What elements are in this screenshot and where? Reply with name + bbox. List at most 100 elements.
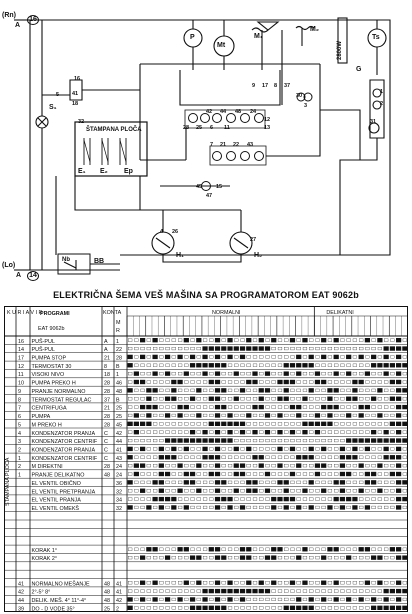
- row-contact-1: 25: [104, 606, 110, 612]
- timing-mark-on: [308, 455, 314, 460]
- timing-mark-off: [365, 489, 370, 493]
- timing-mark-off: [196, 347, 201, 351]
- timing-mark-on: [383, 588, 389, 594]
- timing-mark-on: [364, 480, 371, 485]
- timing-mark-off: [240, 455, 245, 459]
- timing-mark-off: [184, 380, 189, 384]
- timing-mark-off: [265, 363, 270, 367]
- timing-mark-off: [134, 497, 139, 501]
- row-contact-2: 1: [116, 372, 119, 378]
- timing-mark-off: [365, 430, 370, 434]
- contact-number: 41: [72, 91, 79, 97]
- timing-mark-on: [177, 438, 183, 443]
- timing-mark-off: [165, 347, 170, 351]
- timing-mark-on: [308, 480, 314, 485]
- timing-mark-on: [396, 438, 402, 443]
- timing-mark-on: [289, 446, 296, 452]
- row-contact-2: 46: [116, 381, 122, 387]
- timing-mark-on: [346, 413, 352, 418]
- timing-mark-off: [209, 581, 214, 585]
- timing-mark-on: [396, 463, 402, 468]
- timing-mark-on: [302, 430, 308, 435]
- timing-mark-off: [140, 413, 145, 417]
- timing-mark-on: [146, 388, 152, 393]
- row-contact-1: 18: [104, 372, 110, 378]
- timing-mark-off: [165, 480, 170, 484]
- timing-mark-off: [190, 388, 195, 392]
- h2-label: H₂: [254, 252, 263, 259]
- timing-mark-on: [139, 488, 146, 493]
- timing-mark-on: [202, 455, 208, 460]
- timing-mark-on: [364, 338, 371, 343]
- timing-mark-off: [402, 372, 407, 376]
- timing-mark-off: [209, 388, 214, 392]
- timing-mark-on: [339, 446, 346, 452]
- nb-label: Nb: [62, 257, 70, 263]
- timing-mark-off: [384, 380, 389, 384]
- timing-mark-on: [383, 438, 389, 443]
- timing-mark-off: [128, 589, 133, 593]
- timing-mark-on: [196, 463, 202, 468]
- timing-mark-off: [190, 581, 195, 585]
- contact-number: 6: [210, 125, 214, 131]
- timing-mark-on: [389, 421, 396, 426]
- timing-mark-on: [346, 371, 352, 376]
- timing-mark-on: [221, 496, 227, 502]
- contact-number: 4: [160, 229, 164, 235]
- timing-mark-off: [346, 606, 351, 610]
- timing-mark-off: [309, 413, 314, 417]
- row-program-name: EL VENTIL PRETPRANJA: [32, 489, 96, 495]
- timing-mark-off: [259, 439, 264, 443]
- timing-mark-on: [389, 396, 396, 401]
- timing-mark-on: [258, 346, 264, 351]
- timing-mark-on: [239, 388, 246, 393]
- timing-mark-on: [346, 471, 352, 477]
- timing-mark-off: [284, 447, 289, 451]
- timing-mark-on: [358, 413, 364, 418]
- p-motor-label: P: [190, 34, 195, 41]
- col-r: R: [116, 328, 120, 334]
- resistor-label: 2800W: [337, 40, 343, 60]
- timing-mark-off: [165, 388, 170, 392]
- timing-mark-off: [302, 372, 308, 376]
- timing-mark-off: [221, 355, 226, 359]
- timing-mark-on: [183, 547, 189, 552]
- timing-mark-off: [346, 464, 351, 468]
- timing-mark-on: [271, 555, 277, 560]
- timing-mark-off: [296, 388, 301, 392]
- timing-mark-off: [377, 355, 382, 359]
- timing-mark-off: [334, 430, 339, 434]
- timing-mark-on: [164, 597, 171, 602]
- timing-mark-off: [327, 589, 333, 593]
- timing-mark-off: [390, 497, 395, 501]
- timing-mark-off: [246, 464, 251, 468]
- timing-mark-off: [190, 447, 195, 451]
- timing-mark-off: [196, 505, 201, 509]
- timing-mark-off: [240, 489, 245, 493]
- timing-mark-off: [246, 372, 251, 376]
- timing-mark-on: [333, 480, 339, 485]
- timing-mark-off: [402, 464, 407, 468]
- timing-mark-off: [302, 347, 308, 351]
- timing-mark-on: [233, 488, 239, 493]
- timing-mark-off: [315, 489, 320, 493]
- timing-mark-off: [134, 447, 139, 451]
- timing-mark-off: [240, 480, 245, 484]
- timing-mark-on: [208, 471, 214, 477]
- row-number: 10: [18, 381, 24, 387]
- timing-mark-on: [308, 363, 314, 368]
- timing-mark-off: [346, 388, 351, 392]
- timing-mark-off: [384, 413, 389, 417]
- timing-mark-off: [327, 430, 333, 434]
- timing-mark-on: [258, 396, 264, 401]
- timing-mark-off: [290, 597, 295, 601]
- timing-mark-on: [127, 480, 133, 485]
- timing-mark-off: [384, 388, 389, 392]
- timing-mark-off: [227, 547, 233, 551]
- timing-mark-on: [346, 555, 352, 560]
- timing-mark-off: [390, 388, 395, 392]
- timing-mark-on: [164, 471, 171, 477]
- contact-number: 5: [56, 92, 60, 98]
- timing-mark-off: [315, 347, 320, 351]
- timing-mark-off: [315, 447, 320, 451]
